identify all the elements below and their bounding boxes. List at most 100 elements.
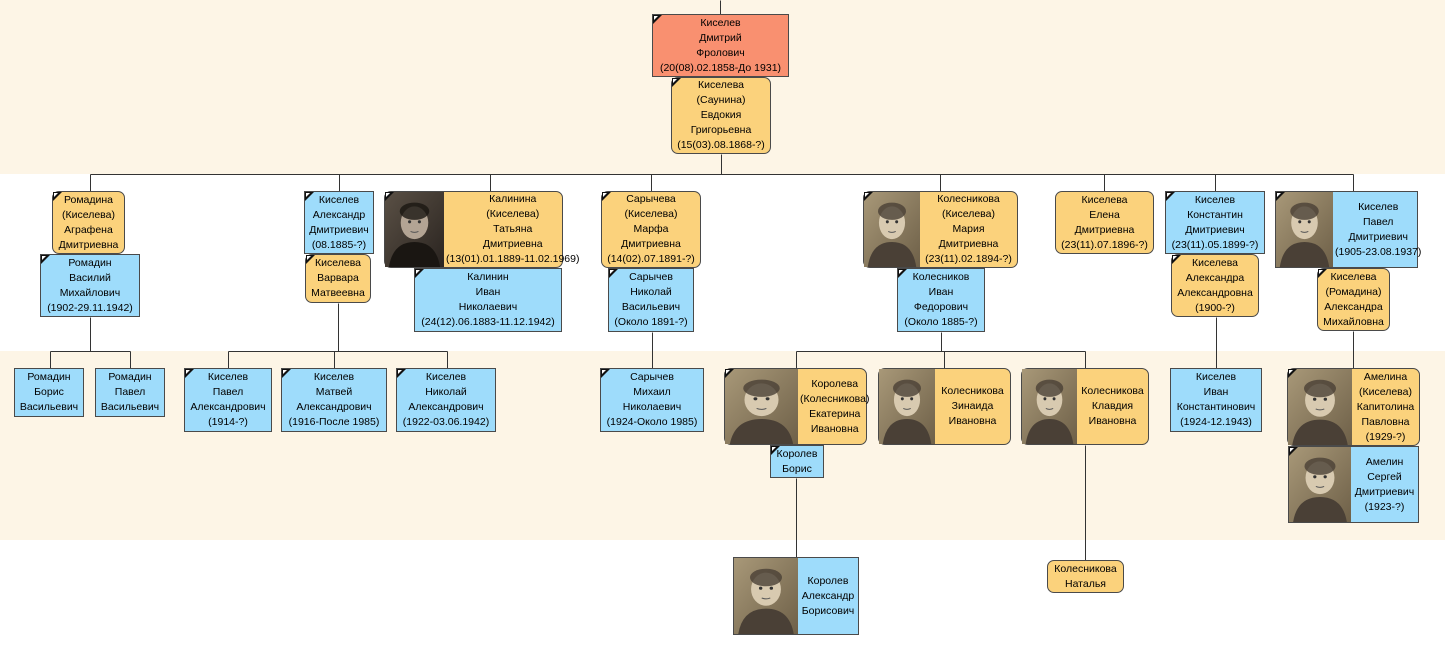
person-line: Александровна xyxy=(1177,286,1253,299)
note-flag-icon xyxy=(415,269,424,278)
person-line: (Киселева) xyxy=(62,208,115,221)
person-line: Королев xyxy=(807,574,849,587)
person-line: Борис xyxy=(782,462,812,475)
person-line: Колесникова xyxy=(1054,562,1117,575)
note-flag-icon xyxy=(602,192,611,201)
note-flag-icon xyxy=(864,192,873,201)
person-line: (1929-?) xyxy=(1365,430,1406,443)
person-line: Колесникова xyxy=(937,193,1000,205)
portrait-icon xyxy=(725,369,798,444)
note-flag-icon xyxy=(1276,192,1285,201)
person-line: Сарычев xyxy=(630,371,674,383)
portrait-icon xyxy=(864,192,920,267)
person-line: (1900-?) xyxy=(1195,301,1235,314)
person-line: Киселев xyxy=(700,16,741,29)
person-line: Константинович xyxy=(1176,401,1256,413)
person-line: Николай xyxy=(425,386,467,398)
person-line: Фролович xyxy=(696,46,745,59)
note-flag-icon xyxy=(653,15,662,24)
person-line: (Колесникова) xyxy=(800,392,870,405)
person-line: (1902-29.11.1942) xyxy=(47,301,133,314)
person-line: Ивановна xyxy=(810,422,859,435)
person-line: Дмитриевич xyxy=(1354,485,1415,498)
person-line: Екатерина xyxy=(809,407,861,420)
person-line: Павел xyxy=(114,386,146,398)
person-line: Киселев xyxy=(1358,200,1399,213)
person-line: Калинин xyxy=(467,271,509,283)
person-line: Варвара xyxy=(317,272,359,284)
note-flag-icon xyxy=(609,269,618,278)
person-line: (23(11).05.1899-?) xyxy=(1171,238,1259,251)
person-line: Киселев xyxy=(425,371,467,383)
person-line: Дмитриевна xyxy=(938,238,999,250)
person-line: Борис xyxy=(34,386,64,398)
person-line: Сарычева xyxy=(626,193,676,205)
person-line: (Саунина) xyxy=(696,94,746,106)
person-line: Елена xyxy=(1089,208,1120,221)
person-line: (Ромадина) xyxy=(1325,285,1382,298)
note-flag-icon xyxy=(725,369,734,378)
person-line: (1924-12.1943) xyxy=(1180,416,1252,428)
person-line: Королева xyxy=(811,377,859,390)
person-line: Дмитриевич xyxy=(1185,223,1245,236)
person-line: Наталья xyxy=(1064,577,1106,590)
note-flag-icon xyxy=(771,446,780,455)
person-line: Киселева xyxy=(1081,193,1128,206)
note-flag-icon xyxy=(41,255,50,264)
person-line: Киселев xyxy=(313,371,355,383)
person-line: (24(12).06.1883-11.12.1942) xyxy=(421,316,555,328)
person-line: Павел xyxy=(1362,215,1394,228)
person-line: Борисович xyxy=(801,604,855,617)
person-line: Александр xyxy=(801,589,855,602)
dark-portrait-icon xyxy=(385,192,444,267)
person-line: Ромадин xyxy=(108,371,152,383)
person-line: Киселев xyxy=(1194,193,1236,206)
person-line: Клавдия xyxy=(1091,400,1134,412)
note-flag-icon xyxy=(53,192,62,201)
portrait-icon xyxy=(1276,192,1333,267)
